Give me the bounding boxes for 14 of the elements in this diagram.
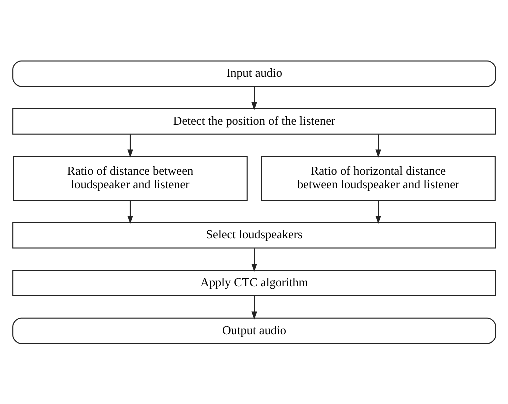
arrow (251, 248, 257, 272)
node-box: Output audio (12, 317, 496, 344)
arrow (127, 200, 133, 224)
arrow (251, 296, 257, 320)
node-box: Apply CTC algorithm (12, 270, 496, 296)
node-box: Select loudspeakers (12, 222, 496, 248)
arrow (375, 200, 381, 224)
node-box: Ratio of distance between loudspeaker and listener (12, 156, 248, 200)
arrow (251, 86, 257, 110)
node-box: Ratio of horizontal distance between loudspeaker and listener (260, 156, 496, 200)
arrow (127, 134, 133, 158)
arrow (375, 134, 381, 158)
node-box: Detect the position of the listener (12, 108, 496, 134)
node-box: Input audio (12, 60, 496, 87)
